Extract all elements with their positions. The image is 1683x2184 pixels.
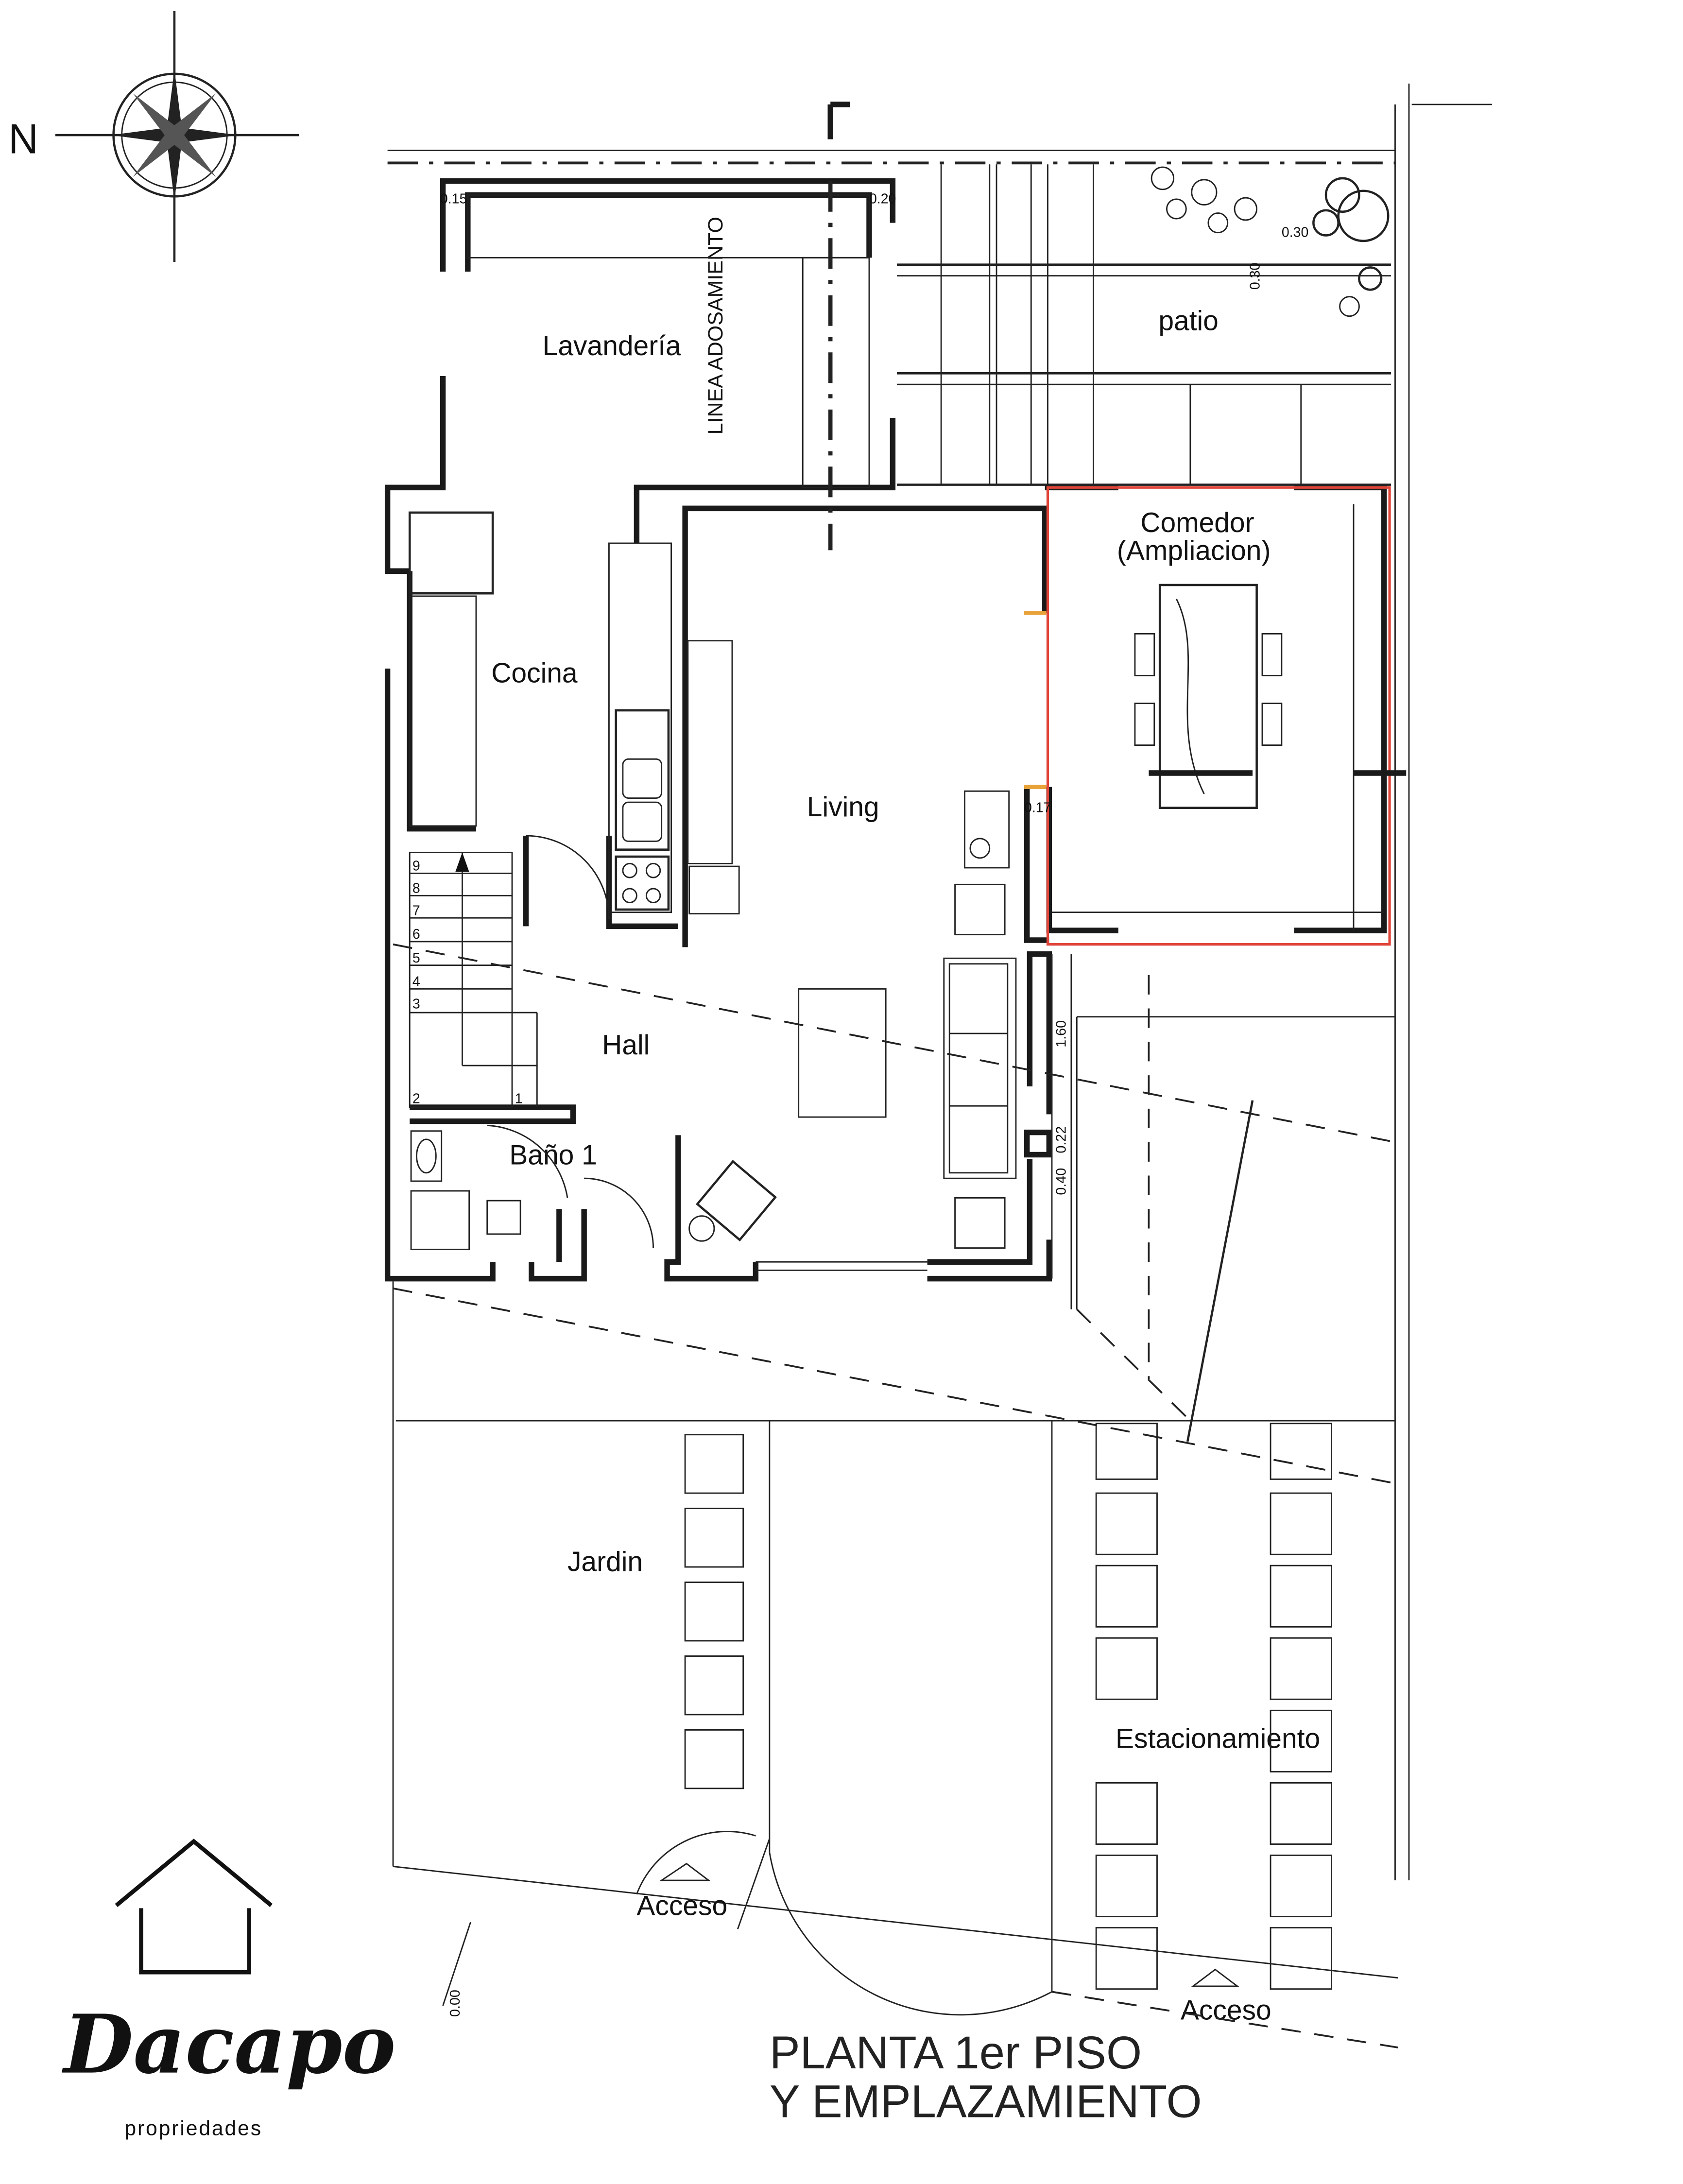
room-label-jardin: Jardin [567,1546,643,1577]
house-logo-icon [115,1839,273,1975]
access-label-parking: Acceso [1181,1995,1271,2026]
extension-outline [1046,486,1391,946]
sink-icon [615,709,670,851]
stair-number: 4 [412,974,420,990]
stair-number: 8 [412,880,420,896]
room-label-estacionamiento: Estacionamiento [1116,1723,1320,1754]
room-label-cocina: Cocina [491,658,578,689]
stair-number: 7 [412,903,420,918]
dimension-label: 0.20 [869,191,896,206]
sofa-icon [943,957,1017,1179]
washbasin-icon [416,1138,437,1174]
stair-number: 9 [412,859,420,874]
dining-table-icon [1134,584,1283,809]
access-label-garden: Acceso [636,1891,727,1922]
dimension-label: 1.60 [1054,1020,1069,1048]
stove-icon [615,855,670,911]
access-arrow-icon [659,1862,711,1881]
stair-number: 5 [412,950,420,966]
stepping-stones [684,1434,744,1789]
armchair-icon [688,1160,777,1242]
stair-number: 1 [515,1091,523,1106]
brand-name: Dacapo [62,1997,396,2092]
dimension-label: 0.17 [1024,800,1051,815]
room-label-hall: Hall [602,1030,650,1061]
stair-number: 3 [412,996,420,1012]
parking-pavers [1095,1423,1332,1990]
room-label-bano: Baño 1 [509,1139,597,1170]
linea-adosamiento-label: LINEA ADOSAMIENTO [704,217,727,434]
stair-number: 6 [412,927,420,942]
compass-rose-icon [55,11,299,262]
room-label-lavanderia: Lavandería [543,330,681,361]
access-arrow-icon [1191,1968,1239,1987]
plan-title-line2: Y EMPLAZAMIENTO [770,2076,1202,2127]
brand-subtitle: propriedades [124,2117,262,2140]
room-label-comedor-sub: (Ampliacion) [1117,535,1271,566]
stair-arrow-icon [455,852,469,872]
toilet-icon [486,1200,521,1235]
north-label: N [8,116,38,162]
dimension-label: 0.15 [440,191,467,206]
dimension-label: 0.22 [1054,1126,1069,1153]
property-boundary [387,84,1492,1979]
room-label-patio: patio [1158,305,1219,336]
stair-number: 2 [412,1091,420,1106]
garden-plants-icon [1151,166,1390,317]
dimension-label: 0.00 [447,1990,463,2017]
room-label-living: Living [807,791,879,823]
dimension-label: 0.30 [1247,263,1263,290]
room-label-comedor: Comedor [1140,507,1254,538]
shower-icon [410,1190,470,1250]
plan-title-line1: PLANTA 1er PISO [770,2027,1142,2078]
dimension-label: 0.30 [1282,224,1308,240]
staircase [409,851,538,1108]
dimension-label: 0.40 [1054,1168,1069,1195]
patio-pavers [896,164,1391,486]
